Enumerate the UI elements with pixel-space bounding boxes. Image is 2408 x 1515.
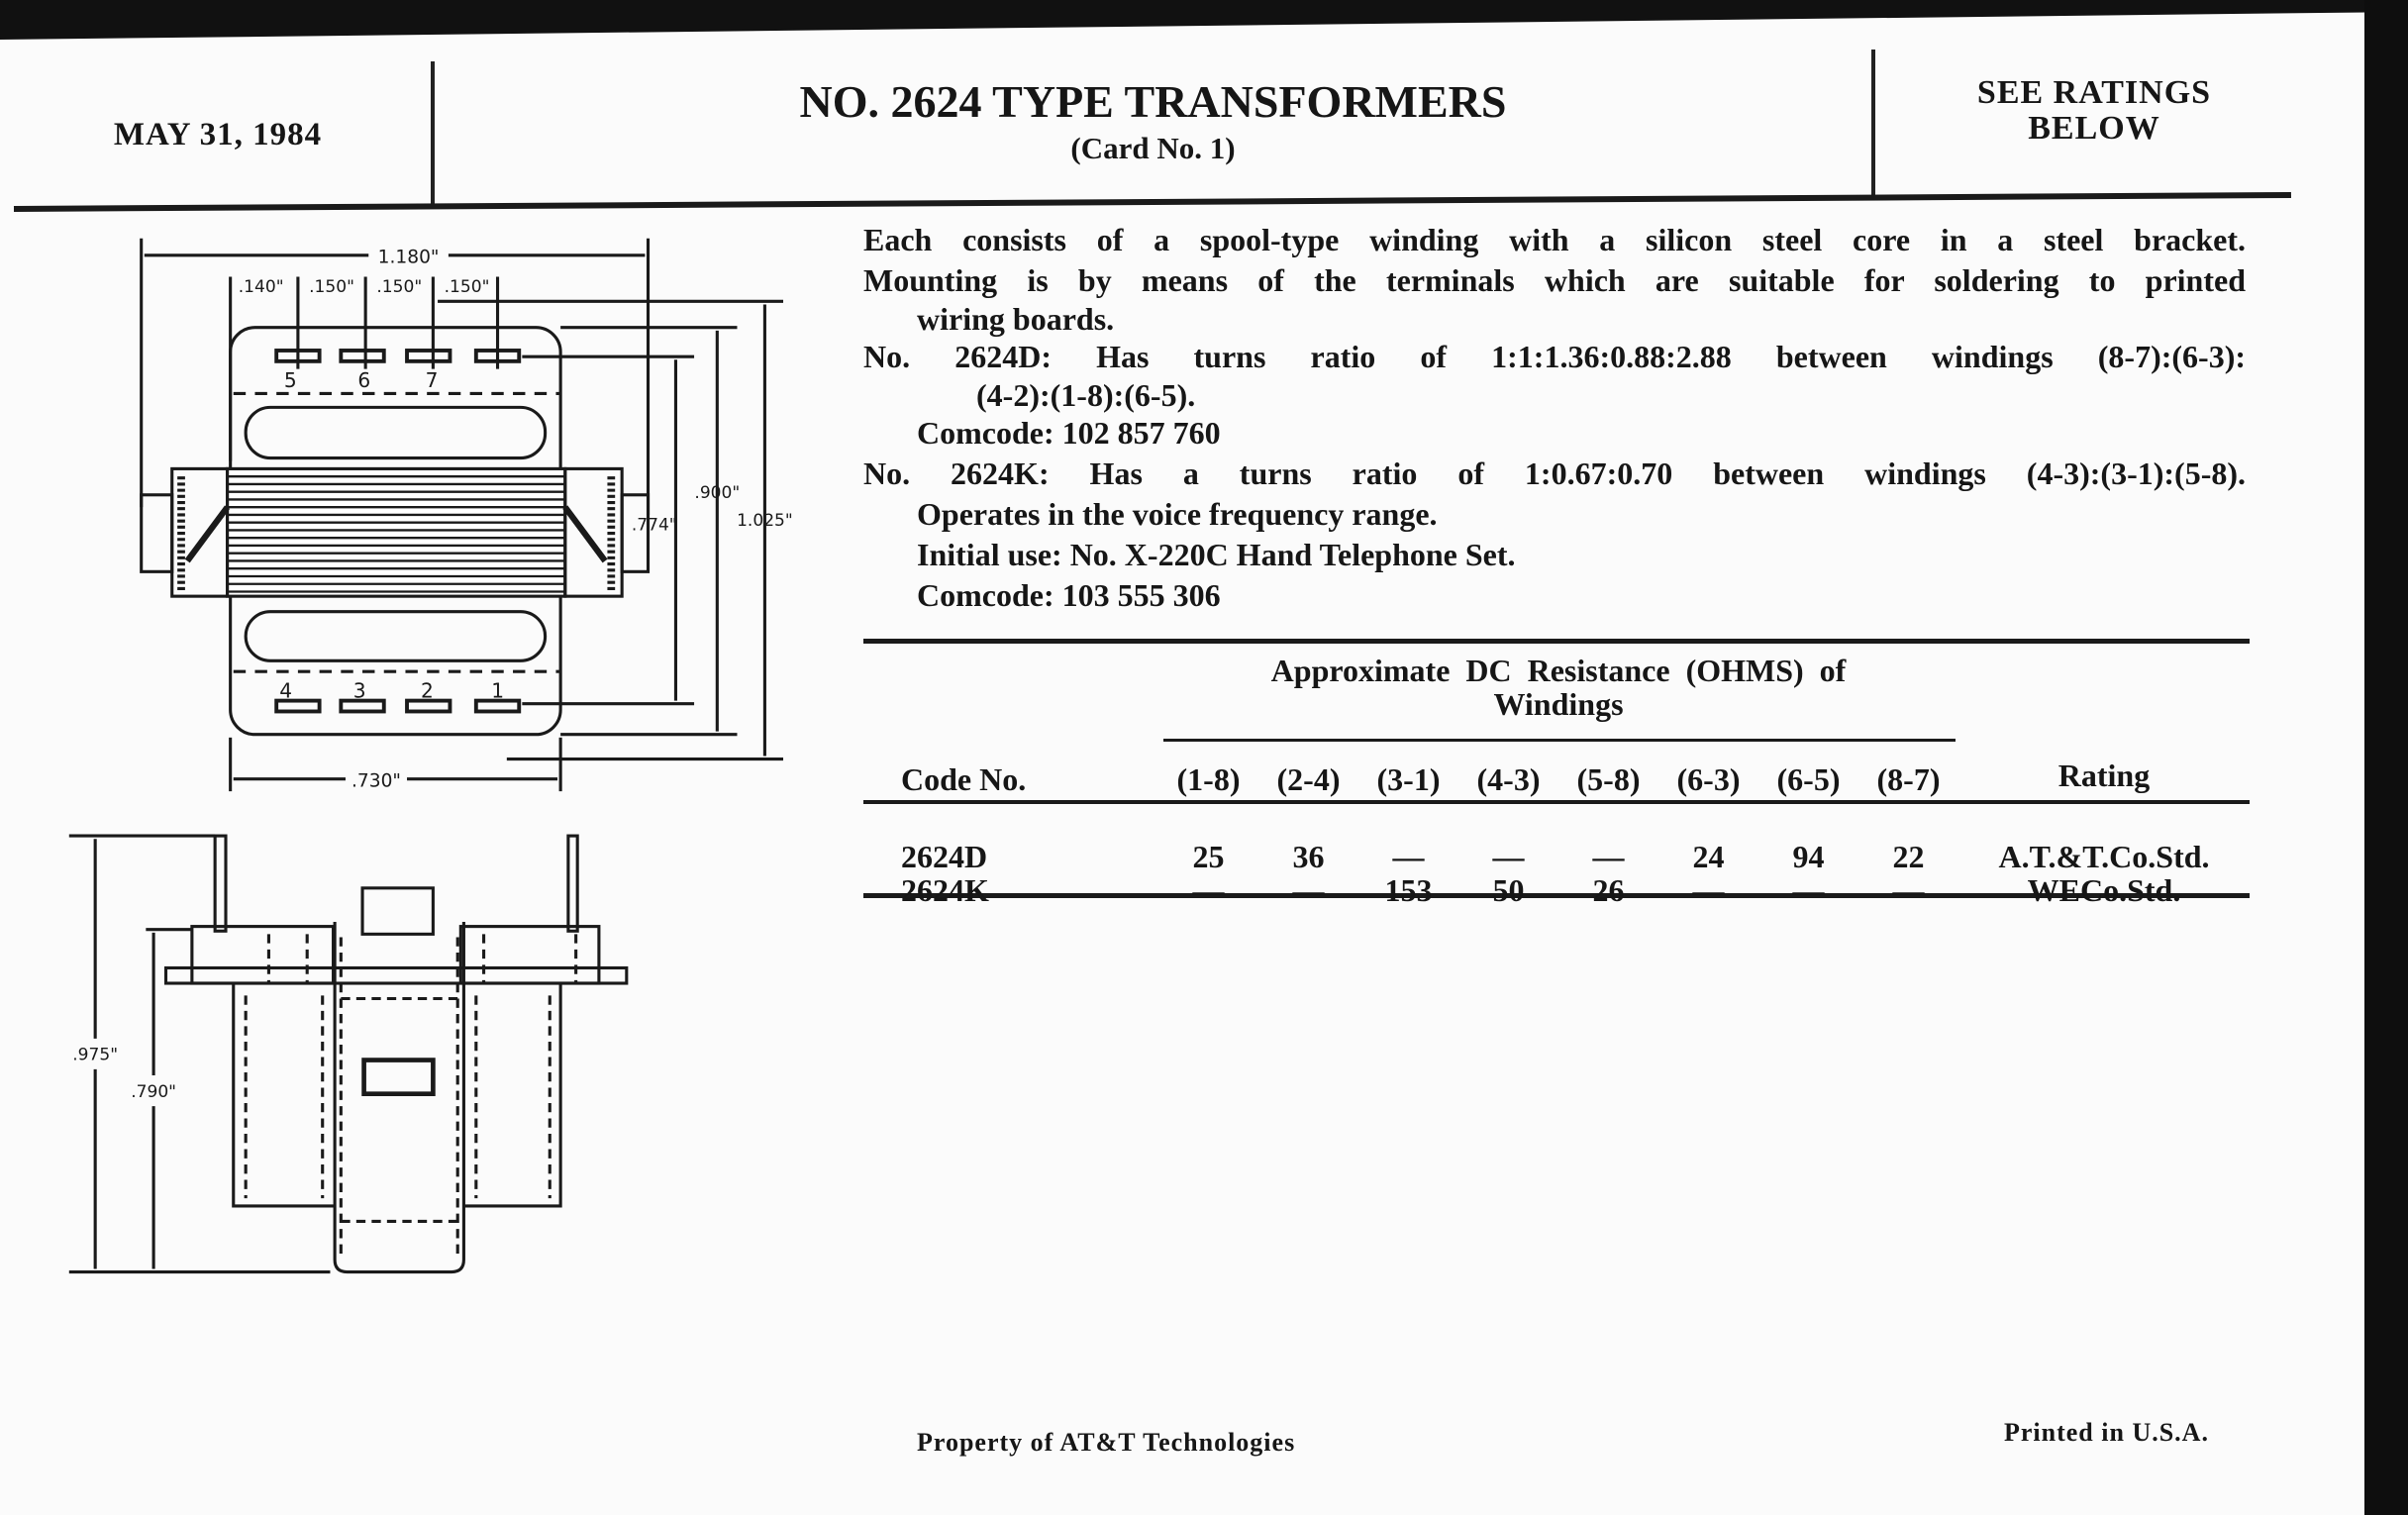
description-line: wiring boards. xyxy=(917,301,1115,337)
table-header-rule xyxy=(863,800,2250,804)
winding-header: (6-3) xyxy=(1676,761,1741,797)
dim-pitch: .150" xyxy=(309,277,354,297)
resistance-cell: 50 xyxy=(1492,872,1525,908)
code-cell: 2624D xyxy=(901,839,988,874)
description-line: Initial use: No. X-220C Hand Telephone S… xyxy=(917,537,1516,572)
resistance-cell: 36 xyxy=(1292,839,1325,874)
resistance-cell: 94 xyxy=(1792,839,1825,874)
resistance-cell: — xyxy=(1292,872,1325,908)
description-line: Comcode: 103 555 306 xyxy=(917,577,1221,613)
table-bottom-rule xyxy=(863,893,2250,898)
dim-side-overall-height: .975" xyxy=(72,1046,118,1065)
dim-pitch: .150" xyxy=(445,277,490,297)
dim-bracket-height: .900" xyxy=(694,483,740,503)
winding-header: (2-4) xyxy=(1276,761,1341,797)
resistance-cell: — xyxy=(1192,872,1225,908)
resistance-cell: 22 xyxy=(1892,839,1925,874)
dim-pitch: .140" xyxy=(239,277,284,297)
printed-note: Printed in U.S.A. xyxy=(2004,1418,2209,1447)
resistance-cell: 25 xyxy=(1192,839,1225,874)
scan-edge-right xyxy=(2364,0,2408,1515)
description-line: (4-2):(1-8):(6-5). xyxy=(976,377,1196,413)
resistance-cell: — xyxy=(1792,872,1825,908)
ratings-note-line1: SEE RATINGS xyxy=(1976,74,2212,111)
code-cell: 2624K xyxy=(901,872,989,908)
terminal-number: 5 xyxy=(284,368,297,392)
resistance-cell: — xyxy=(1392,839,1425,874)
terminal-number: 3 xyxy=(353,679,366,703)
dim-bracket-width: .730" xyxy=(351,770,401,791)
description-line: No. 2624K: Has a turns ratio of 1:0.67:0… xyxy=(863,455,2246,491)
rating-cell: WECo.Std. xyxy=(2027,872,2181,908)
ratings-note-line2: BELOW xyxy=(2028,110,2160,147)
description-line: Operates in the voice frequency range. xyxy=(917,496,1438,532)
description-line: Each consists of a spool-type winding wi… xyxy=(863,222,2246,257)
group-header: Approximate DC Resistance (OHMS) of Wind… xyxy=(1158,654,1958,721)
resistance-cell: — xyxy=(1592,839,1625,874)
rating-cell: A.T.&T.Co.Std. xyxy=(1998,839,2210,874)
winding-header: (6-5) xyxy=(1776,761,1841,797)
dim-pitch: .150" xyxy=(376,277,422,297)
terminal-number: 6 xyxy=(357,368,370,392)
description-line: No. 2624D: Has turns ratio of 1:1:1.36:0… xyxy=(863,339,2246,374)
winding-header: (4-3) xyxy=(1476,761,1541,797)
terminal-number: 1 xyxy=(491,679,504,703)
winding-header: (1-8) xyxy=(1176,761,1241,797)
description-line: Mounting is by means of the terminals wh… xyxy=(863,262,2246,298)
group-header-line1: Approximate DC Resistance (OHMS) of xyxy=(1270,653,1847,688)
table-group-rule xyxy=(1163,739,1956,742)
dim-overall-height: 1.025" xyxy=(737,511,793,531)
resistance-cell: — xyxy=(1892,872,1925,908)
winding-header: (3-1) xyxy=(1376,761,1441,797)
code-header: Code No. xyxy=(901,761,1027,797)
header-divider-left xyxy=(431,61,435,208)
page-title: NO. 2624 TYPE TRANSFORMERS xyxy=(799,76,1507,127)
dim-side-body-height: .790" xyxy=(131,1082,176,1102)
table-row: 2624K — — 153 50 26 — — — WECo.Std. xyxy=(863,873,2250,907)
resistance-table: Approximate DC Resistance (OHMS) of Wind… xyxy=(863,654,2250,907)
side-view-drawing: .975" .790" xyxy=(68,834,629,1274)
winding-header: (5-8) xyxy=(1576,761,1641,797)
top-view-drawing: 1.180" .140" .150" .150" .150" 5 6 7 4 3… xyxy=(140,238,793,791)
dim-terminal-height: .774" xyxy=(632,515,677,535)
table-top-rule xyxy=(863,639,2250,644)
resistance-cell: 26 xyxy=(1592,872,1625,908)
property-note: Property of AT&T Technologies xyxy=(917,1428,1296,1457)
resistance-cell: 153 xyxy=(1384,872,1433,908)
description: Each consists of a spool-type winding wi… xyxy=(863,220,2246,616)
resistance-cell: — xyxy=(1692,872,1725,908)
terminal-number: 2 xyxy=(421,679,434,703)
group-header-line2: Windings xyxy=(1493,686,1624,722)
terminal-number: 4 xyxy=(279,679,292,703)
resistance-cell: 24 xyxy=(1692,839,1725,874)
rating-header: Rating xyxy=(2057,758,2151,793)
winding-header: (8-7) xyxy=(1876,761,1941,797)
header-divider-right xyxy=(1871,50,1875,196)
ratings-note: SEE RATINGS BELOW xyxy=(1876,75,2312,147)
card-date: MAY 31, 1984 xyxy=(113,117,323,152)
terminal-number: 7 xyxy=(426,368,439,392)
table-row: 2624D 25 36 — — — 24 94 22 A.T.&T.Co.Std. xyxy=(863,808,2250,873)
description-line: Comcode: 102 857 760 xyxy=(917,415,1221,451)
resistance-cell: — xyxy=(1492,839,1525,874)
dim-overall-width: 1.180" xyxy=(378,248,440,268)
card-number: (Card No. 1) xyxy=(1070,131,1236,165)
